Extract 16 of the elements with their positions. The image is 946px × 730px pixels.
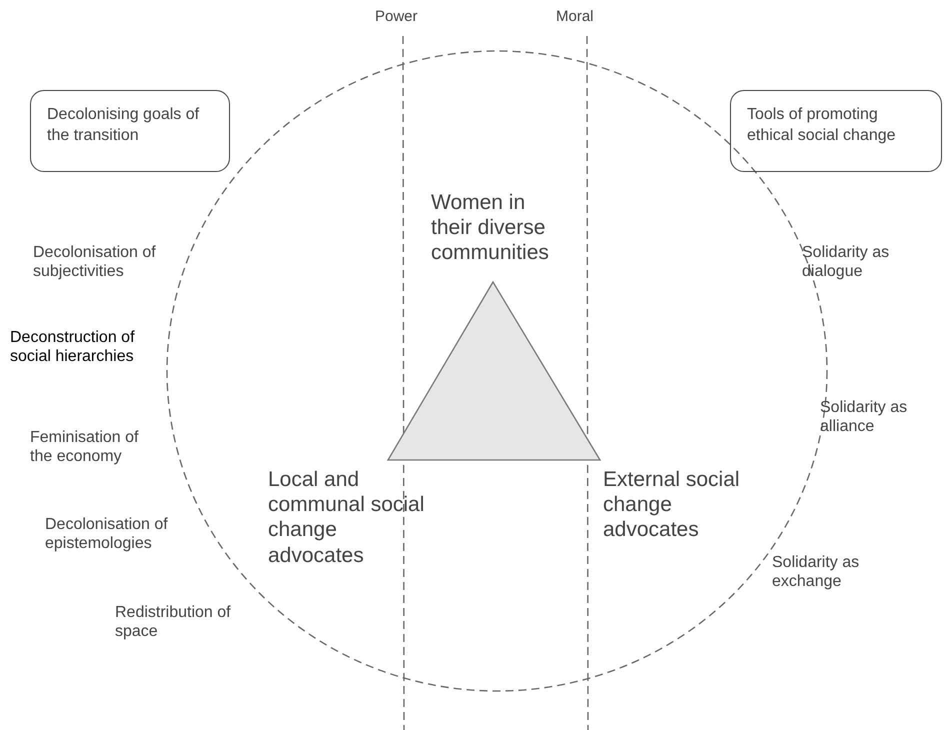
tool-label: Solidarity as alliance	[820, 398, 908, 436]
rounded-box: Tools of promoting ethical social change	[730, 90, 942, 172]
vertex-label: Women in their diverse communities	[431, 190, 550, 266]
goal-label: Redistribution of space	[115, 603, 232, 642]
rounded-box: Decolonising goals of the transition	[30, 90, 230, 172]
axis-label: Power	[375, 8, 419, 26]
goal-label: Feminisation of the economy	[30, 428, 140, 466]
vertex-label: External social change advocates	[603, 467, 741, 543]
goal-label: Deconstruction of social hierarchies	[10, 328, 136, 366]
vertex-label: Local and communal social change advocates	[268, 467, 426, 568]
tool-label: Solidarity as exchange	[772, 553, 860, 592]
goal-label: Decolonisation of epistemologies	[45, 515, 169, 554]
triangle	[386, 280, 602, 461]
axis-label: Moral	[556, 8, 595, 26]
tool-label: Solidarity as dialogue	[802, 243, 890, 282]
goal-label: Decolonisation of subjectivities	[33, 243, 157, 282]
